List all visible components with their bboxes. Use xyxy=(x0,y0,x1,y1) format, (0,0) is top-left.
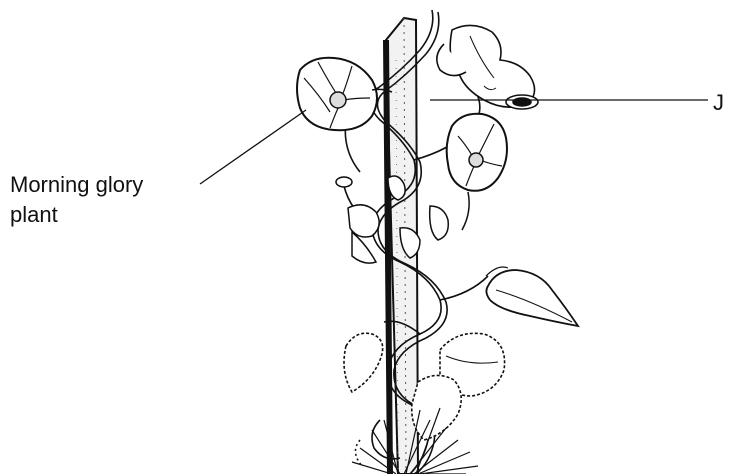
leaf-lower-right xyxy=(486,267,578,326)
label-plant-line2: plant xyxy=(10,200,143,230)
label-j: J xyxy=(713,88,724,118)
label-plant-line1: Morning glory xyxy=(10,170,143,200)
leaf-lower-left xyxy=(344,333,383,392)
leaf-cluster-upper-right xyxy=(437,25,538,109)
flower-top-left xyxy=(297,58,392,130)
flower-middle-right xyxy=(447,114,507,230)
label-morning-glory-plant: Morning glory plant xyxy=(10,170,143,230)
leader-line-plant xyxy=(200,110,306,184)
